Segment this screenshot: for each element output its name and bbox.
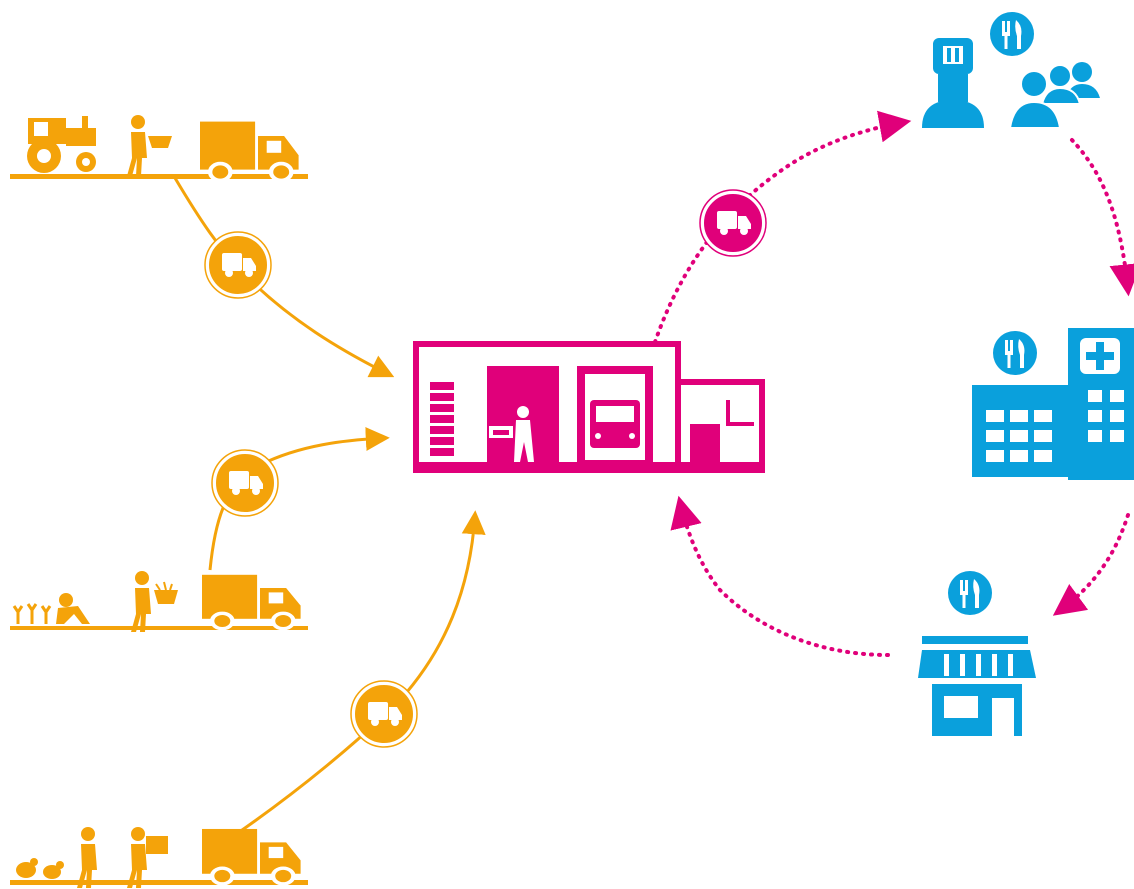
orange-truck-badge-1 (204, 231, 272, 299)
ground-line-2 (10, 626, 308, 630)
worker-cart-icon (489, 406, 534, 462)
farmer-icon (77, 827, 97, 888)
distribution-warehouse (413, 341, 765, 473)
dotted-flow-catering-to-hospital (1070, 138, 1134, 297)
dotted-flow-hub-to-catering (653, 110, 912, 344)
stacked-crates-icon (430, 382, 454, 456)
hospital-icon (972, 328, 1134, 480)
delivery-truck-icon (202, 575, 301, 629)
restaurant-icon (993, 331, 1037, 375)
chef-icon (922, 38, 984, 128)
supplier-row-livestock (10, 827, 308, 888)
crops-icon (12, 603, 52, 624)
tractor-icon (27, 116, 96, 173)
office-rooms (690, 400, 754, 464)
restaurant-icon (948, 571, 992, 615)
worker-box-icon (127, 827, 168, 888)
poultry-icon (16, 858, 64, 879)
supply-flow-arrow-3 (234, 510, 486, 837)
restaurant-shop (918, 571, 1036, 736)
kneeling-farmer-icon (56, 593, 90, 624)
hospital (972, 328, 1134, 480)
supplier-row-harvest (10, 571, 308, 632)
catering-services (922, 12, 1100, 129)
restaurant-icon (990, 12, 1034, 56)
storefront-icon (918, 636, 1036, 736)
dotted-flow-shop-to-hub (670, 495, 890, 657)
people-group-icon (1008, 62, 1100, 129)
ground-line-1 (10, 174, 308, 179)
farmer-basket-icon (131, 571, 178, 632)
ground-line-3 (10, 880, 308, 885)
supplier-row-tractor (10, 115, 308, 180)
orange-truck-badge-3 (350, 680, 418, 748)
dotted-flow-hospital-to-shop (1052, 513, 1130, 616)
orange-truck-badge-2 (211, 449, 279, 517)
delivery-truck-icon (202, 829, 301, 884)
farmer-basket-icon (127, 115, 172, 176)
magenta-truck-badge (699, 189, 767, 257)
distribution-cycle (653, 110, 1134, 657)
delivery-truck-icon (200, 122, 299, 181)
dock-truck-icon (577, 366, 653, 462)
